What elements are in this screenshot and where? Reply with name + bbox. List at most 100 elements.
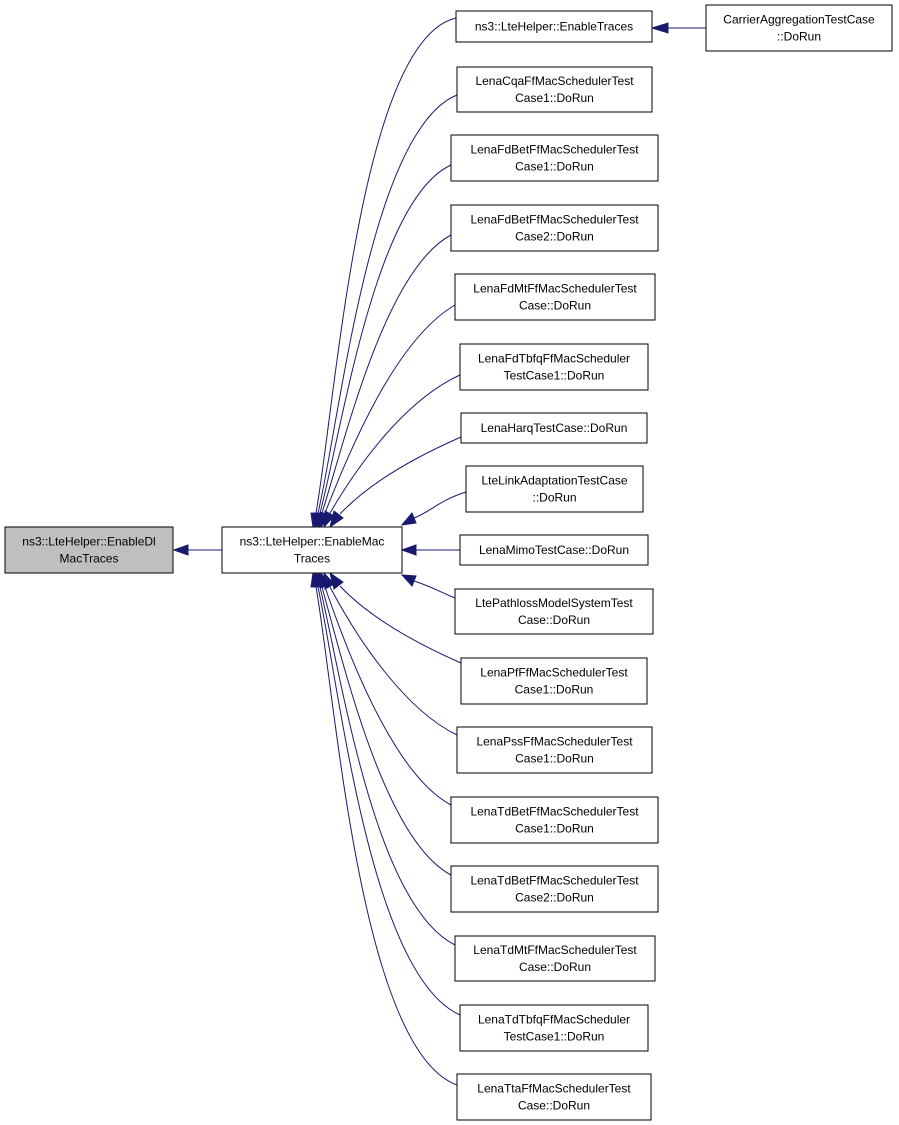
edge-line (329, 586, 458, 736)
node-label-line: Case1::DoRun (515, 91, 594, 105)
edge-harq_case-to-enable_mac_traces (329, 436, 462, 529)
node-label-line: LenaMimoTestCase::DoRun (479, 543, 629, 557)
node-label-line: MacTraces (60, 552, 119, 566)
node-label-line: LenaTdBetFfMacSchedulerTest (470, 874, 639, 888)
node-box (450, 134, 659, 182)
node-harq-case[interactable]: LenaHarqTestCase::DoRun (460, 412, 648, 444)
node-box (705, 4, 893, 52)
arrowhead-icon (400, 512, 417, 526)
edge-pf_case1-to-enable_mac_traces (329, 571, 462, 664)
edges-layer (172, 17, 706, 1086)
node-box (459, 343, 649, 391)
node-label-line: Case1::DoRun (515, 683, 594, 697)
node-label-line: Case1::DoRun (515, 160, 594, 174)
node-box (460, 657, 648, 705)
arrowhead-icon (329, 571, 344, 590)
node-label-line: Case1::DoRun (515, 822, 594, 836)
node-label-line: LenaPssFfMacSchedulerTest (476, 735, 633, 749)
edge-link_adaptation-to-enable_mac_traces (400, 491, 467, 526)
edge-tdbet_case1-to-enable_mac_traces (319, 571, 452, 806)
node-label-line: ::DoRun (532, 491, 576, 505)
node-label-line: Traces (294, 552, 330, 566)
edge-tdbet_case2-to-enable_mac_traces (316, 571, 452, 876)
node-label-line: LenaFdMtFfMacSchedulerTest (473, 282, 637, 296)
node-label-line: LenaCqaFfMacSchedulerTest (475, 74, 634, 88)
arrowhead-icon (172, 544, 189, 556)
node-label-line: LenaHarqTestCase::DoRun (481, 421, 628, 435)
edge-line (315, 586, 458, 1086)
edge-mimo_case-to-enable_mac_traces (400, 544, 460, 556)
edge-line (321, 586, 452, 876)
edge-line (329, 374, 461, 514)
node-box (456, 66, 653, 113)
edge-pss_case1-to-enable_mac_traces (323, 571, 458, 736)
edge-line (413, 491, 467, 519)
node-enable-traces[interactable]: ns3::LteHelper::EnableTraces (455, 10, 653, 43)
node-box (450, 796, 659, 844)
node-label-line: Case2::DoRun (515, 891, 594, 905)
node-label-line: ::DoRun (777, 30, 821, 44)
node-label-line: LenaTdBetFfMacSchedulerTest (470, 805, 639, 819)
node-label-line: Case1::DoRun (515, 752, 594, 766)
edge-line (317, 94, 458, 514)
node-link-adaptation[interactable]: LteLinkAdaptationTestCase::DoRun (465, 465, 644, 513)
node-box (454, 273, 656, 321)
edge-line (319, 164, 452, 514)
node-box (459, 1004, 649, 1052)
node-label-line: TestCase1::DoRun (504, 1030, 605, 1044)
node-mimo-case[interactable]: LenaMimoTestCase::DoRun (459, 534, 649, 566)
node-box (460, 412, 648, 444)
edge-tdmt_case-to-enable_mac_traces (314, 571, 456, 946)
node-box (454, 935, 656, 982)
edge-line (339, 436, 462, 515)
node-label-line: Case::DoRun (519, 960, 591, 974)
node-box (454, 588, 654, 635)
node-label-line: ns3::LteHelper::EnableTraces (475, 20, 633, 34)
node-label-line: LenaTtaFfMacSchedulerTest (477, 1082, 631, 1096)
edge-pathloss_case-to-enable_mac_traces (400, 574, 456, 599)
node-box (455, 10, 653, 43)
node-box (450, 204, 659, 252)
node-box (221, 526, 403, 574)
node-box (465, 465, 644, 513)
node-label-line: Case::DoRun (518, 1099, 590, 1113)
node-label-line: LenaTdMtFfMacSchedulerTest (473, 943, 637, 957)
node-label-line: Case::DoRun (519, 299, 591, 313)
node-carrier-aggregation[interactable]: CarrierAggregationTestCase::DoRun (705, 4, 893, 52)
node-label-line: LenaFdTbfqFfMacScheduler (478, 352, 630, 366)
node-label-line: ns3::LteHelper::EnableMac (240, 535, 385, 549)
node-box (4, 526, 174, 574)
edge-line (321, 234, 452, 514)
node-label-line: LenaFdBetFfMacSchedulerTest (470, 213, 639, 227)
edge-line (339, 585, 462, 664)
node-box (456, 1073, 652, 1121)
node-label-line: CarrierAggregationTestCase (723, 13, 875, 27)
node-label-line: Case2::DoRun (515, 230, 594, 244)
node-box (456, 726, 653, 774)
edge-line (324, 586, 452, 806)
edge-fdbet_case1-to-enable_mac_traces (314, 164, 452, 529)
edge-enable_traces-to-enable_mac_traces (310, 17, 457, 529)
node-box (459, 534, 649, 566)
node-label-line: LtePathlossModelSystemTest (475, 596, 633, 610)
node-label-line: Case::DoRun (518, 613, 590, 627)
edge-line (324, 304, 456, 514)
edge-carrier_aggregation-to-enable_traces (650, 22, 706, 34)
arrowhead-icon (329, 510, 344, 529)
